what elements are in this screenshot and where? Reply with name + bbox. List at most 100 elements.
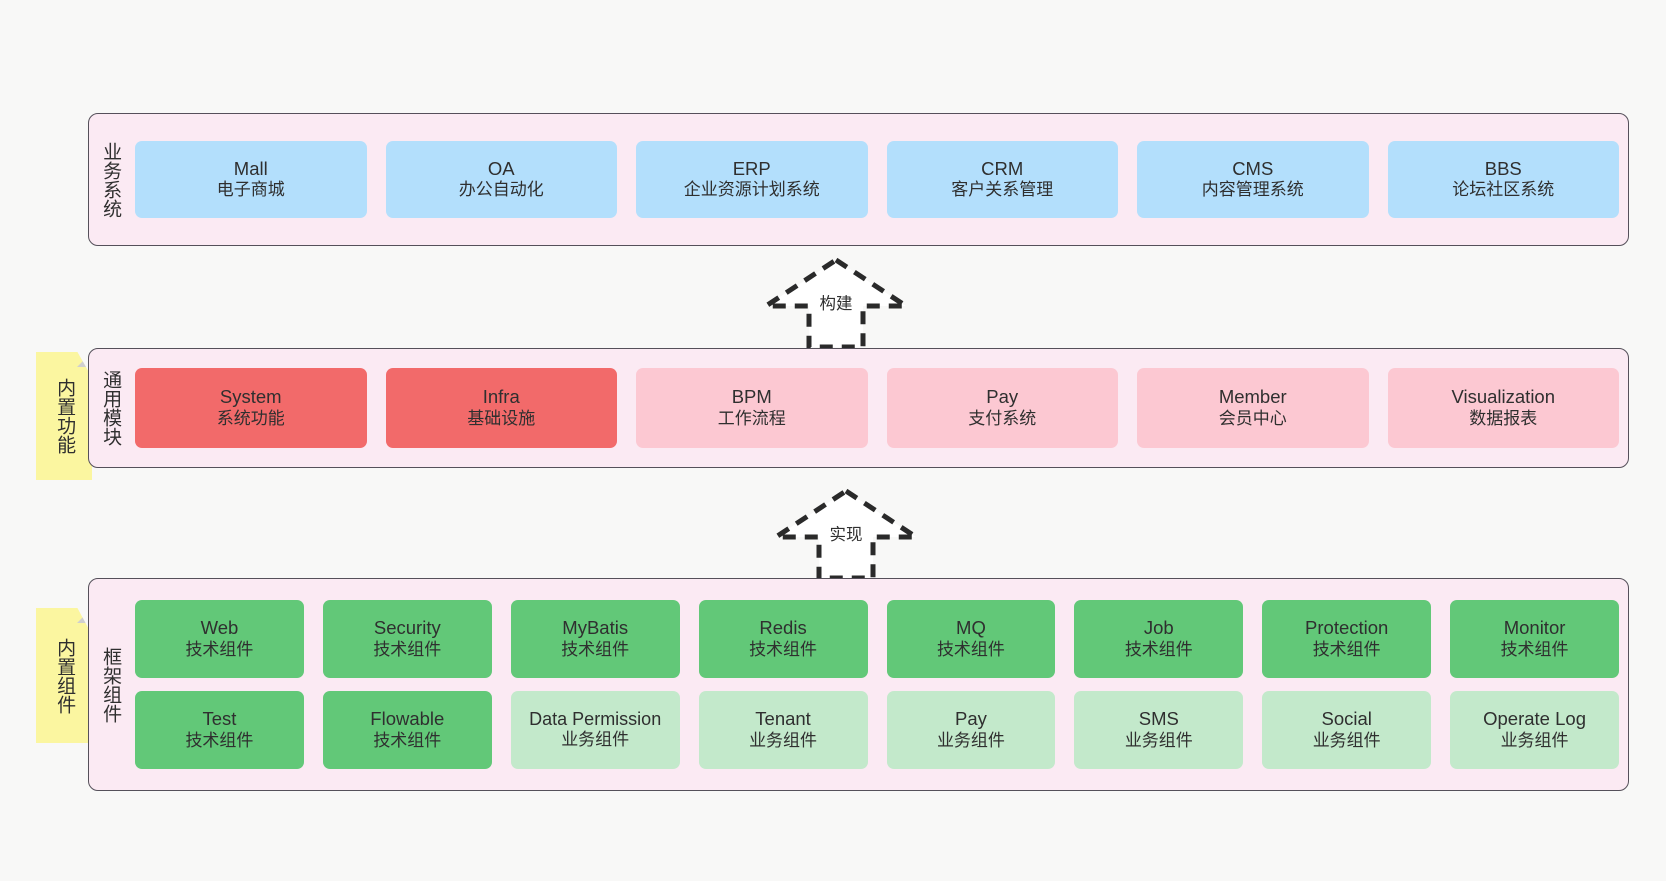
card-erp[interactable]: ERP 企业资源计划系统 — [636, 141, 868, 218]
card-security[interactable]: Security 技术组件 — [322, 600, 492, 678]
card-title-en: MQ — [956, 617, 986, 639]
card-title-cn: 业务组件 — [936, 730, 1005, 750]
card-title-cn: 技术组件 — [561, 639, 630, 659]
card-job[interactable]: Job 技术组件 — [1074, 600, 1244, 678]
connector-build-label: 构建 — [819, 295, 853, 313]
card-member[interactable]: Member 会员中心 — [1137, 368, 1369, 448]
card-title-en: Data Permission — [529, 709, 662, 730]
card-cms[interactable]: CMS 内容管理系统 — [1137, 141, 1369, 218]
card-title-cn: 内容管理系统 — [1201, 180, 1304, 200]
card-title-cn: 基础设施 — [467, 408, 536, 428]
layer-business-system[interactable]: 业务系统 Mall 电子商城 OA 办公自动化 ERP 企业资源计划系统 — [88, 113, 1629, 246]
card-infra[interactable]: Infra 基础设施 — [385, 368, 617, 448]
card-title-en: Web — [200, 617, 239, 639]
card-rows-common: System 系统功能 Infra 基础设施 BPM 工作流程 Pay 支付系统 — [135, 368, 1619, 448]
card-title-cn: 会员中心 — [1218, 408, 1287, 428]
card-title-en: System — [219, 386, 282, 408]
card-title-en: Visualization — [1451, 386, 1556, 408]
card-protection[interactable]: Protection 技术组件 — [1262, 600, 1432, 678]
card-title-en: Job — [1143, 617, 1174, 639]
card-mq[interactable]: MQ 技术组件 — [886, 600, 1056, 678]
layer-body-framework: Web 技术组件 Security 技术组件 MyBatis 技术组件 Redi… — [131, 579, 1628, 790]
card-title-cn: 业务组件 — [1312, 730, 1381, 750]
layer-title-common: 通用模块 — [100, 370, 122, 446]
sticky-note-builtin-features[interactable]: 内置功能 — [36, 352, 92, 480]
card-title-en: Security — [373, 617, 441, 639]
card-bpm[interactable]: BPM 工作流程 — [636, 368, 868, 448]
card-title-cn: 数据报表 — [1469, 408, 1538, 428]
card-title-en: Tenant — [755, 708, 811, 730]
arrow-up-outline — [757, 257, 915, 350]
card-title-en: MyBatis — [562, 617, 629, 639]
card-title-cn: 技术组件 — [373, 730, 442, 750]
card-title-en: OA — [487, 157, 515, 179]
card-title-en: Operate Log — [1483, 708, 1586, 730]
card-system[interactable]: System 系统功能 — [135, 368, 367, 448]
card-title-cn: 系统功能 — [216, 408, 285, 428]
card-title-cn: 工作流程 — [717, 408, 786, 428]
sticky-note-builtin-components[interactable]: 内置组件 — [36, 608, 92, 743]
card-sms[interactable]: SMS 业务组件 — [1074, 691, 1244, 769]
connector-build-arrow: 构建 — [757, 256, 915, 350]
card-title-cn: 技术组件 — [373, 639, 442, 659]
card-title-cn: 技术组件 — [185, 730, 254, 750]
card-title-en: ERP — [732, 157, 771, 179]
card-title-en: SMS — [1138, 708, 1179, 730]
card-row: Test 技术组件 Flowable 技术组件 Data Permission … — [135, 691, 1619, 769]
card-title-en: CMS — [1232, 157, 1274, 179]
card-title-en: Mall — [233, 157, 268, 179]
card-title-cn: 企业资源计划系统 — [683, 180, 820, 200]
card-title-cn: 客户关系管理 — [951, 180, 1054, 200]
layer-body-business: Mall 电子商城 OA 办公自动化 ERP 企业资源计划系统 CRM 客户关系… — [131, 114, 1628, 245]
card-data-permission[interactable]: Data Permission 业务组件 — [510, 691, 680, 769]
card-pay-component[interactable]: Pay 业务组件 — [886, 691, 1056, 769]
card-title-cn: 技术组件 — [936, 639, 1005, 659]
card-oa[interactable]: OA 办公自动化 — [385, 141, 617, 218]
card-title-cn: 技术组件 — [1312, 639, 1381, 659]
card-pay[interactable]: Pay 支付系统 — [886, 368, 1118, 448]
card-operate-log[interactable]: Operate Log 业务组件 — [1450, 691, 1619, 769]
card-redis[interactable]: Redis 技术组件 — [698, 600, 868, 678]
card-rows-framework: Web 技术组件 Security 技术组件 MyBatis 技术组件 Redi… — [135, 600, 1619, 769]
layer-framework-component[interactable]: 框架组件 Web 技术组件 Security 技术组件 MyBatis 技术组件 — [88, 578, 1629, 791]
card-bbs[interactable]: BBS 论坛社区系统 — [1387, 141, 1619, 218]
card-row: Web 技术组件 Security 技术组件 MyBatis 技术组件 Redi… — [135, 600, 1619, 678]
card-web[interactable]: Web 技术组件 — [135, 600, 304, 678]
card-title-en: Monitor — [1503, 617, 1566, 639]
card-title-en: Flowable — [370, 708, 445, 730]
card-mall[interactable]: Mall 电子商城 — [135, 141, 367, 218]
card-title-en: Test — [202, 708, 237, 730]
card-rows-business: Mall 电子商城 OA 办公自动化 ERP 企业资源计划系统 CRM 客户关系… — [135, 141, 1619, 218]
card-monitor[interactable]: Monitor 技术组件 — [1450, 600, 1619, 678]
card-title-en: Pay — [986, 386, 1019, 408]
card-title-cn: 技术组件 — [749, 639, 818, 659]
sticky-note-label: 内置组件 — [54, 637, 76, 714]
layer-title-business: 业务系统 — [100, 141, 122, 218]
layer-body-common: System 系统功能 Infra 基础设施 BPM 工作流程 Pay 支付系统 — [131, 349, 1628, 467]
card-title-cn: 办公自动化 — [458, 180, 544, 200]
card-mybatis[interactable]: MyBatis 技术组件 — [510, 600, 680, 678]
card-row: System 系统功能 Infra 基础设施 BPM 工作流程 Pay 支付系统 — [135, 368, 1619, 448]
layer-title-framework: 框架组件 — [100, 646, 122, 723]
layer-common-module[interactable]: 通用模块 System 系统功能 Infra 基础设施 BPM 工作流程 — [88, 348, 1629, 468]
card-title-cn: 技术组件 — [185, 639, 254, 659]
card-title-cn: 业务组件 — [1124, 730, 1193, 750]
arrow-up-outline — [767, 488, 925, 581]
card-title-cn: 电子商城 — [216, 180, 285, 200]
card-tenant[interactable]: Tenant 业务组件 — [698, 691, 868, 769]
card-title-en: Protection — [1305, 617, 1389, 639]
card-title-cn: 论坛社区系统 — [1452, 180, 1555, 200]
card-crm[interactable]: CRM 客户关系管理 — [886, 141, 1118, 218]
card-title-en: Infra — [482, 386, 520, 408]
card-title-cn: 技术组件 — [1124, 639, 1193, 659]
card-visualization[interactable]: Visualization 数据报表 — [1387, 368, 1619, 448]
card-title-en: Member — [1218, 386, 1287, 408]
card-test[interactable]: Test 技术组件 — [135, 691, 304, 769]
card-title-cn: 支付系统 — [968, 408, 1037, 428]
card-title-en: BBS — [1484, 157, 1522, 179]
card-title-cn: 业务组件 — [749, 730, 818, 750]
card-title-cn: 业务组件 — [561, 730, 630, 750]
card-flowable[interactable]: Flowable 技术组件 — [322, 691, 492, 769]
card-social[interactable]: Social 业务组件 — [1262, 691, 1432, 769]
